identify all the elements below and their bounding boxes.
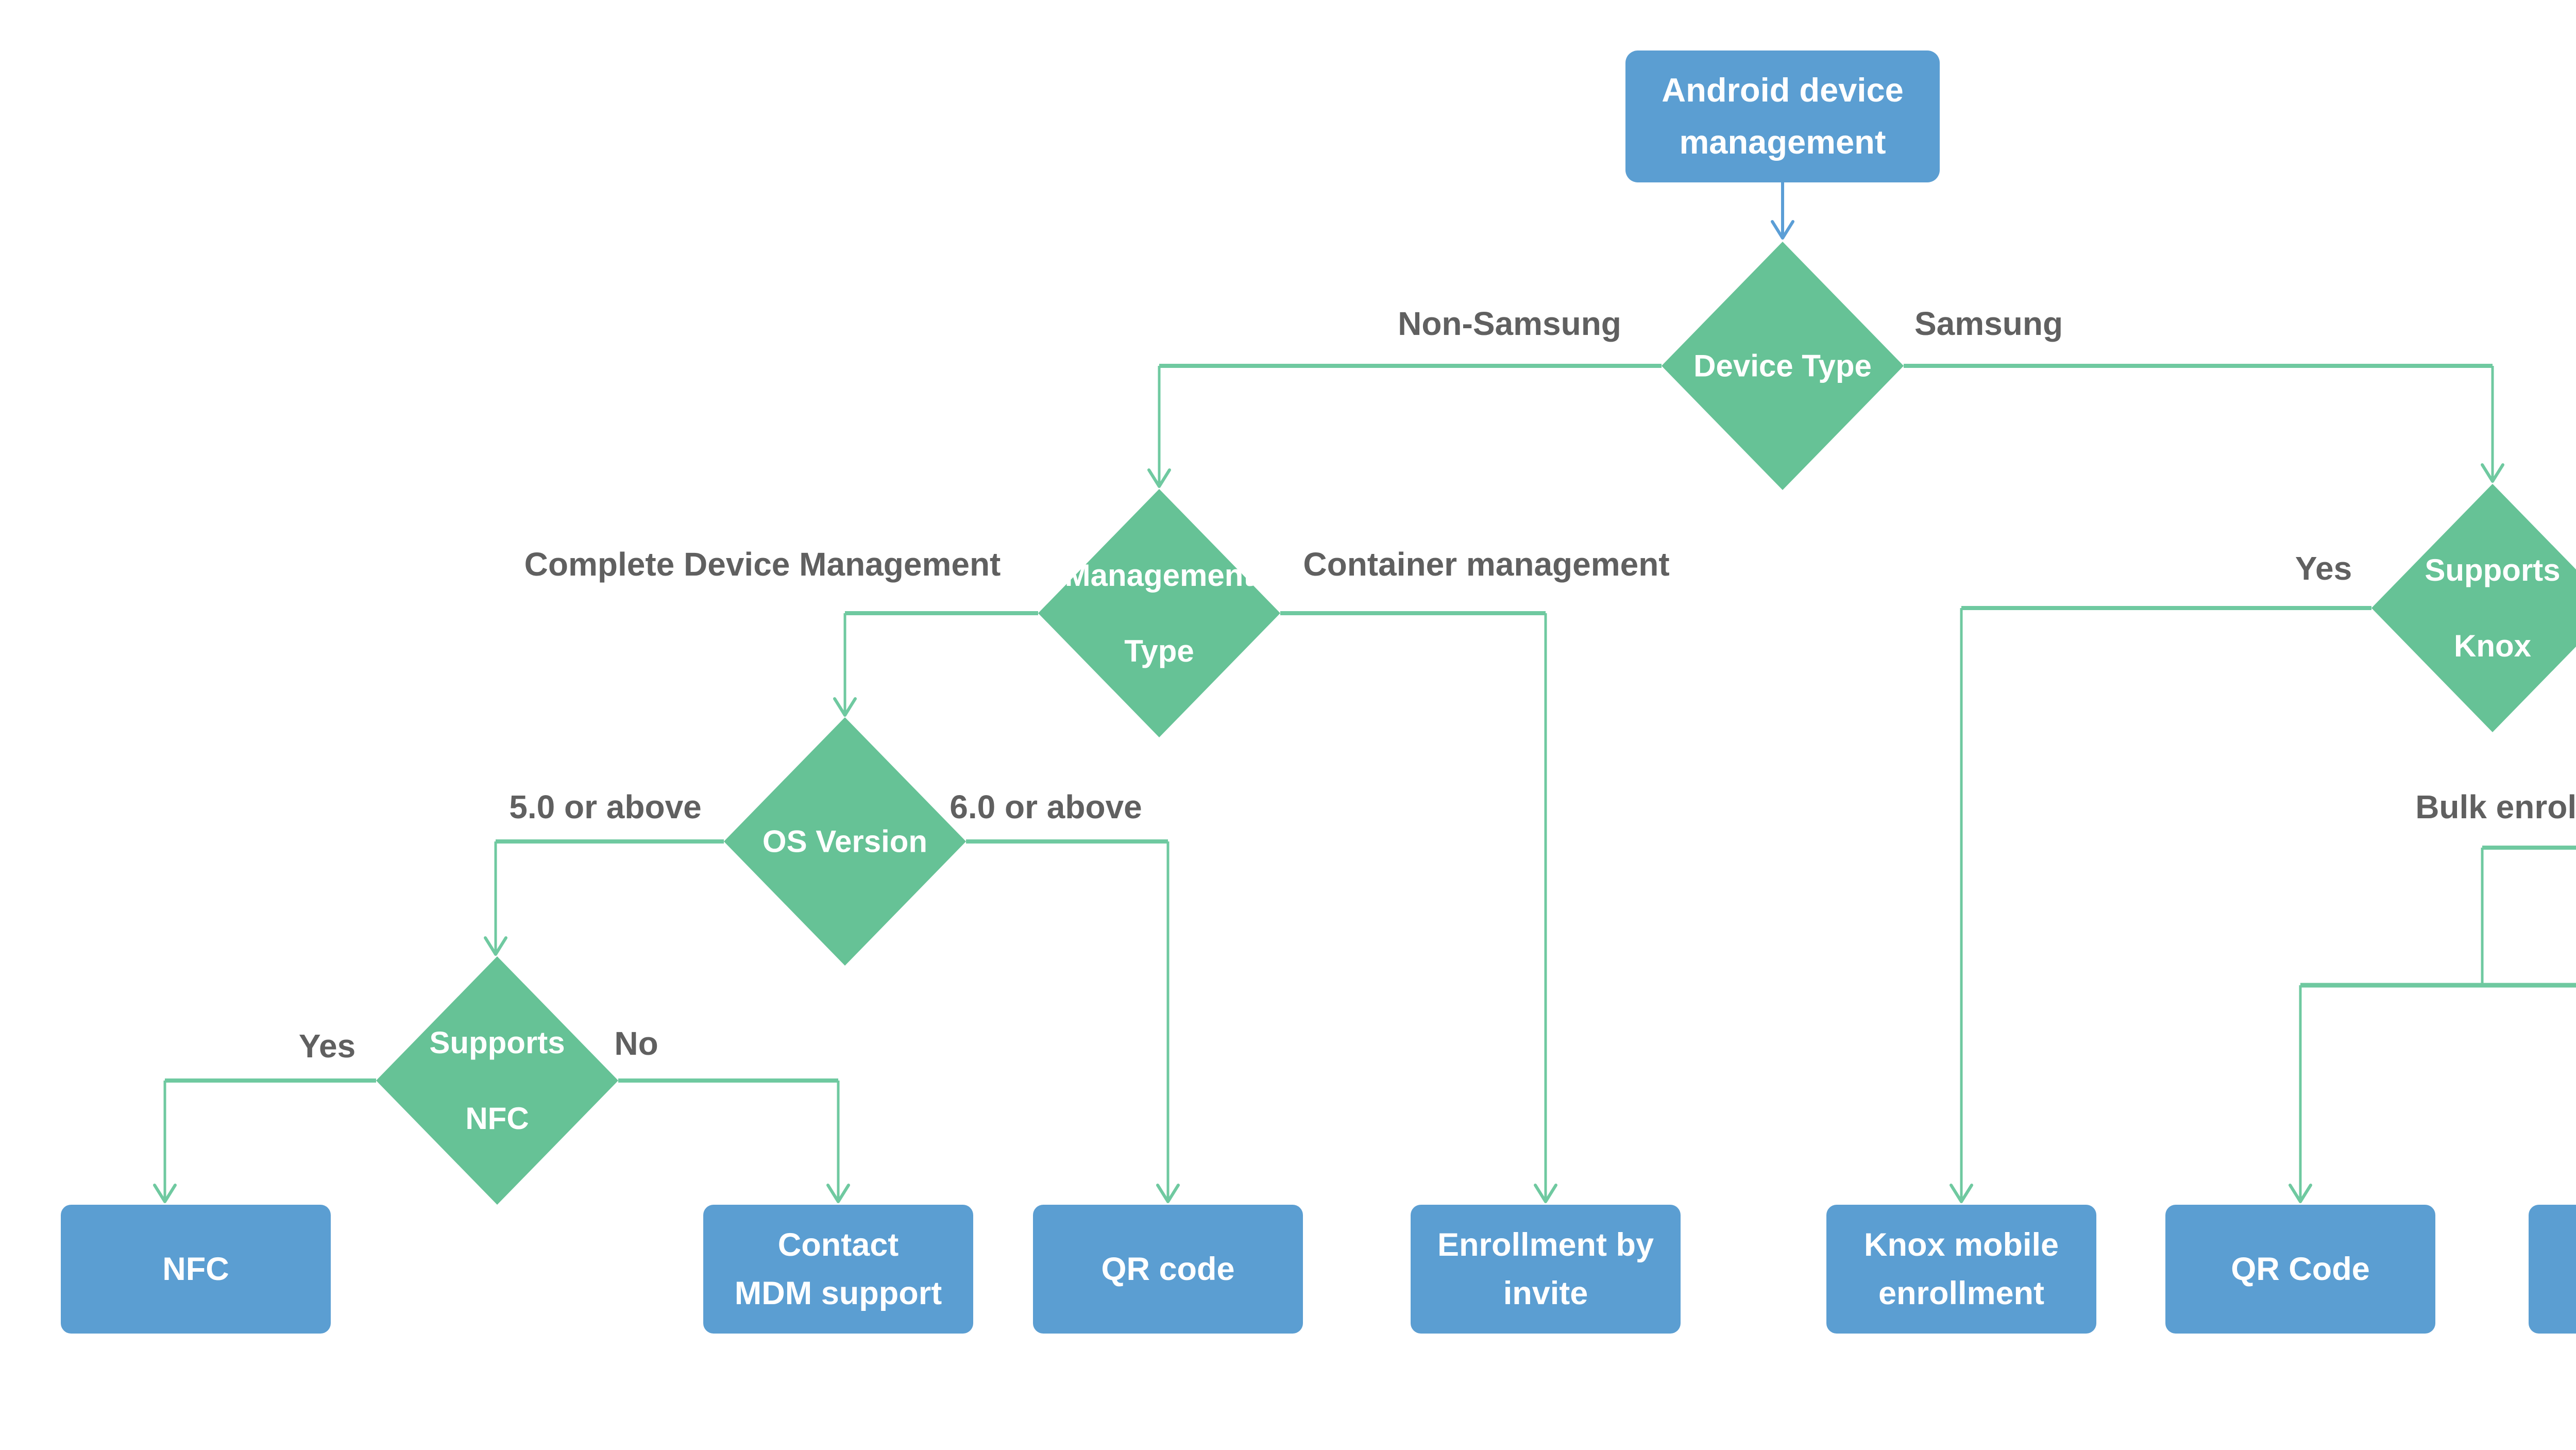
edge-label-60-or-above: 6.0 or above bbox=[950, 788, 1142, 825]
management-type-diamond bbox=[1038, 489, 1280, 737]
node-nfc-right: NFC bbox=[2529, 1205, 2576, 1334]
edge-label-nfc-yes: Yes bbox=[298, 1027, 356, 1065]
arrowhead-contact-mdm bbox=[826, 1184, 850, 1203]
node-android-device-management: Android device management bbox=[1625, 50, 1940, 182]
arrowhead-device-type bbox=[1771, 220, 1794, 240]
edge-label-samsung: Samsung bbox=[1914, 305, 2063, 342]
edge-label-non-samsung: Non-Samsung bbox=[1398, 305, 1621, 342]
arrowhead-supports-nfc bbox=[484, 936, 507, 956]
edge-label-nfc-no: No bbox=[614, 1025, 658, 1062]
edge-label-50-or-above: 5.0 or above bbox=[509, 788, 702, 825]
node-qr-code-left: QR code bbox=[1033, 1205, 1303, 1334]
os-version-diamond bbox=[724, 717, 966, 966]
label-supports-knox: Supports Knox bbox=[2425, 553, 2561, 663]
node-knox-mobile-enrollment: Knox mobile enrollment bbox=[1826, 1205, 2096, 1334]
node-qr-code-right: QR Code bbox=[2165, 1205, 2435, 1334]
arrowhead-management-type bbox=[1147, 468, 1171, 488]
node-nfc-left: NFC bbox=[61, 1205, 331, 1334]
arrowhead-qr-code-left bbox=[1156, 1184, 1180, 1203]
node-enrollment-by-invite-left: Enrollment by invite bbox=[1411, 1205, 1681, 1334]
label-management-type: Management Type bbox=[1064, 558, 1254, 668]
device-type-diamond bbox=[1662, 242, 1904, 490]
edge-label-bulk-enrollment: Bulk enrollment bbox=[2415, 788, 2576, 825]
arrowhead-qr-code-right bbox=[2289, 1184, 2312, 1203]
arrowhead-os-version bbox=[833, 697, 857, 717]
label-os-version: OS Version bbox=[762, 824, 928, 859]
supports-knox-diamond bbox=[2371, 484, 2576, 732]
arrowhead-invite-left bbox=[1534, 1184, 1557, 1203]
arrowhead-nfc-left bbox=[153, 1184, 177, 1203]
label-device-type: Device Type bbox=[1693, 348, 1872, 383]
arrowhead-knox-mobile bbox=[1950, 1184, 1973, 1203]
edge-label-knox-yes: Yes bbox=[2295, 550, 2352, 587]
supports-nfc-diamond bbox=[376, 956, 618, 1205]
edge-label-container-management: Container management bbox=[1303, 546, 1670, 583]
edge-label-complete-device-management: Complete Device Management bbox=[524, 546, 1001, 583]
node-contact-mdm-support: Contact MDM support bbox=[703, 1205, 973, 1334]
arrowhead-supports-knox bbox=[2481, 463, 2504, 483]
label-supports-nfc: Supports NFC bbox=[429, 1025, 565, 1136]
